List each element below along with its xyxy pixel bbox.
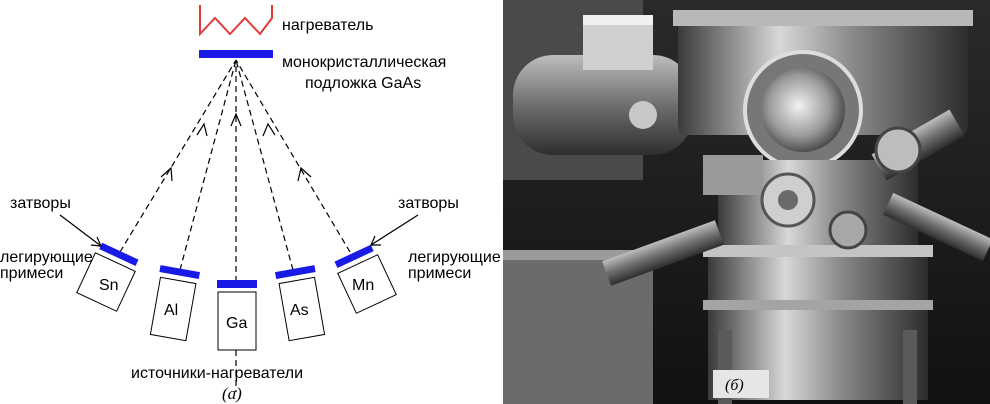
source-sn: Sn	[76, 242, 139, 312]
arrow-as	[262, 122, 276, 137]
source-label-sn: Sn	[99, 277, 119, 294]
shutter-sn	[99, 242, 139, 266]
shutters-left-pointer	[59, 214, 102, 247]
source-ga: Ga	[217, 280, 257, 351]
shutters-right-label: затворы	[398, 195, 459, 212]
shutter-ga	[217, 280, 257, 288]
sources-label: источники-нагреватели	[131, 365, 303, 382]
substrate-label-line1: монокристаллическая	[282, 54, 446, 71]
beam-sn	[119, 59, 237, 253]
dopants-left-line1: легирующие	[0, 249, 93, 266]
shutters-left-label: затворы	[10, 195, 71, 212]
source-label-al: Al	[164, 302, 178, 319]
arrow-mn	[297, 166, 312, 182]
beam-al	[179, 59, 237, 271]
arrow-ga	[230, 112, 242, 127]
dopants-right-line2: примеси	[408, 265, 471, 282]
shutter-al	[159, 265, 200, 280]
substrate-label-line2: подложка GaAs	[305, 75, 421, 92]
mbe-chamber-photo: (б)	[503, 0, 990, 404]
arrow-al	[196, 122, 208, 137]
shutter-mn	[334, 244, 374, 268]
heater-label: нагреватель	[282, 17, 373, 34]
viewport-glass	[761, 68, 845, 152]
substrate	[199, 50, 273, 58]
source-label-as: As	[290, 302, 309, 319]
beam-mn	[235, 59, 351, 253]
caption-a: (а)	[222, 384, 242, 403]
caption-b: (б)	[725, 377, 744, 394]
arrow-sn	[160, 166, 173, 182]
side-chamber	[513, 55, 693, 155]
dopants-left-line2: примеси	[0, 265, 63, 282]
mbe-schematic: нагреватель монокристаллическая подложка…	[0, 5, 500, 403]
caption-box	[713, 370, 769, 398]
shutters-right-pointer	[370, 214, 419, 246]
source-label-ga: Ga	[226, 315, 247, 332]
source-mn: Mn	[334, 244, 397, 314]
source-label-mn: Mn	[352, 277, 374, 294]
beam-as	[235, 59, 294, 271]
heater-coil	[199, 5, 273, 37]
source-al: Al	[149, 265, 200, 342]
dopants-right-line1: легирующие	[408, 249, 500, 266]
source-as: As	[275, 265, 326, 342]
beam-arrows	[160, 112, 312, 182]
shutter-as	[275, 265, 316, 280]
